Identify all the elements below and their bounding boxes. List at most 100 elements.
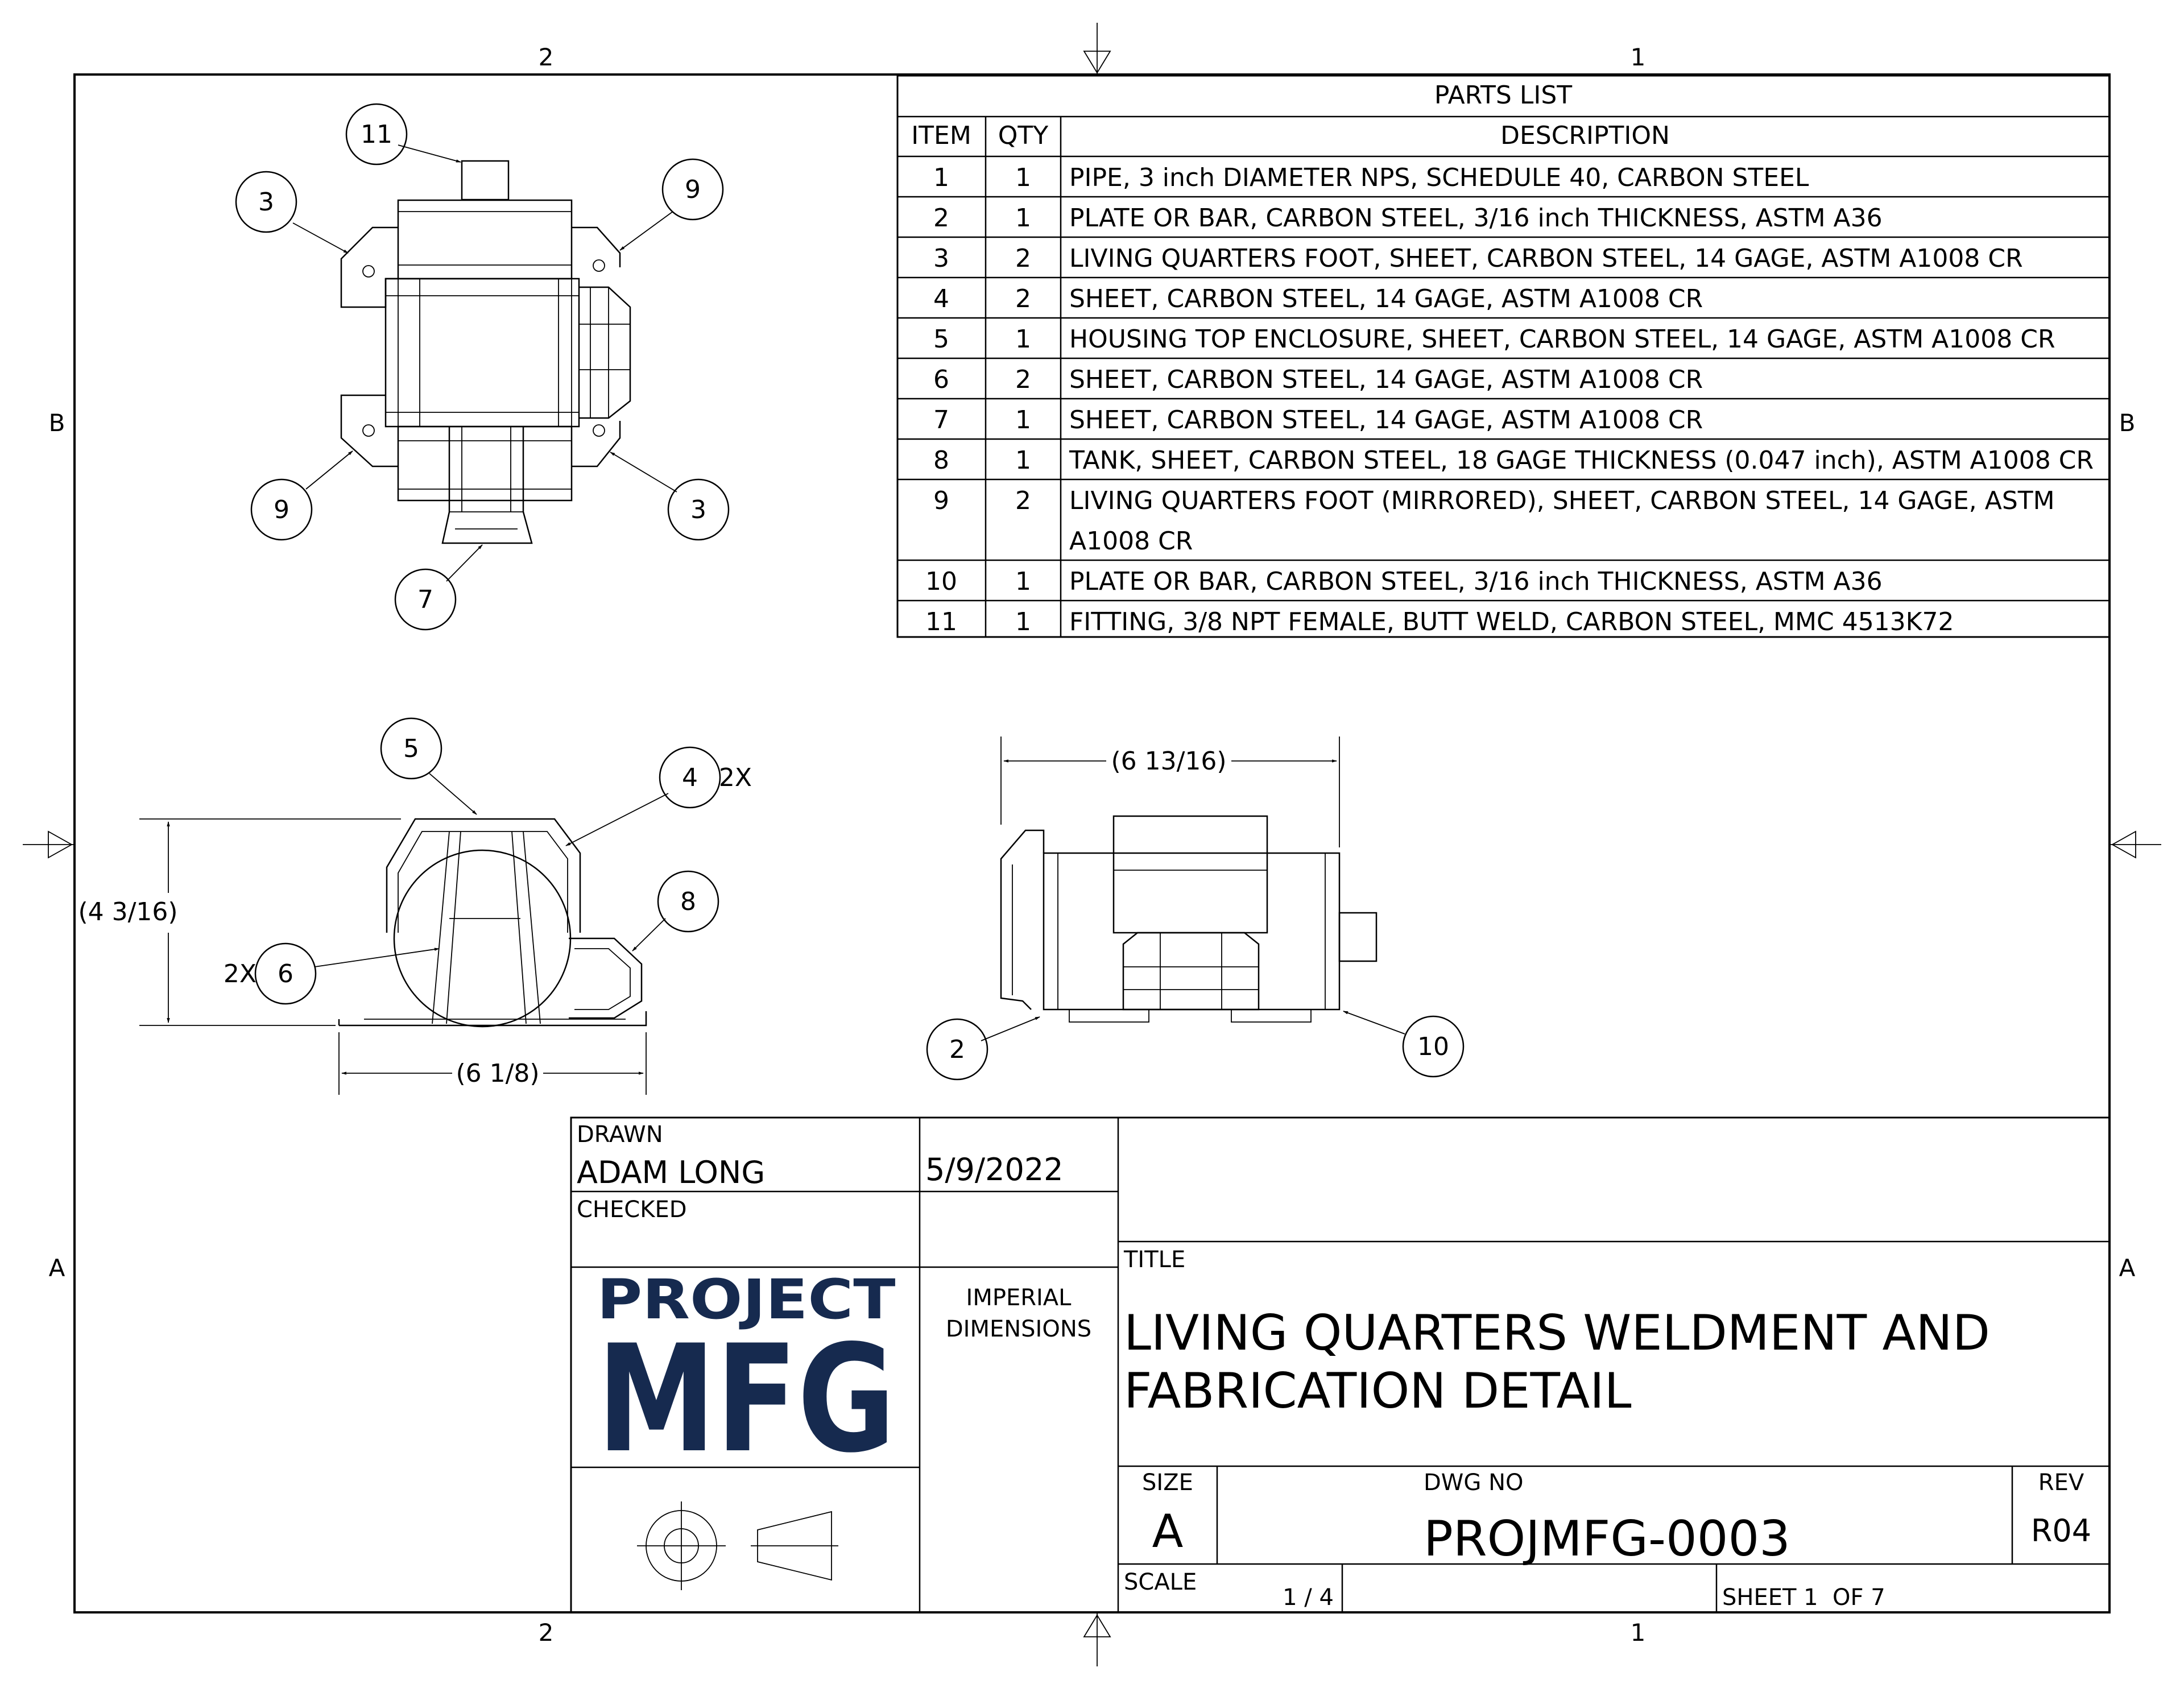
svg-text:9: 9 xyxy=(685,175,701,204)
svg-text:6: 6 xyxy=(278,959,293,988)
balloon-5: 5 xyxy=(380,717,442,780)
parts-list-qty: 1 xyxy=(1015,163,1031,192)
dwg-no-label: DWG NO xyxy=(1424,1470,1523,1496)
parts-list-description: HOUSING TOP ENCLOSURE, SHEET, CARBON STE… xyxy=(1069,325,2055,354)
parts-list-row: 8 1 TANK, SHEET, CARBON STEEL, 18 GAGE THI… xyxy=(933,446,2094,475)
parts-list-item: 3 xyxy=(933,244,949,273)
front-width-dimension: (6 1/8) xyxy=(456,1059,539,1088)
scale-label: SCALE xyxy=(1124,1569,1197,1595)
logo-project: PROJECT xyxy=(597,1268,896,1331)
svg-text:10: 10 xyxy=(1417,1032,1449,1061)
parts-list-item: 10 xyxy=(925,567,957,596)
parts-list-row: 9 2 LIVING QUARTERS FOOT (MIRRORED), SHEET… xyxy=(933,486,2055,556)
parts-list-title: PARTS LIST xyxy=(1434,81,1572,110)
logo-mfg: MFG xyxy=(597,1314,896,1486)
parts-list-description: A1008 CR xyxy=(1069,527,1193,556)
parts-list-row: 4 2 SHEET, CARBON STEEL, 14 GAGE, ASTM A10… xyxy=(933,284,1703,313)
balloon-7: 7 xyxy=(394,568,457,631)
zone-right-a: A xyxy=(2119,1254,2136,1282)
parts-list-description: FITTING, 3/8 NPT FEMALE, BUTT WELD, CARB… xyxy=(1069,607,1954,636)
svg-text:8: 8 xyxy=(680,887,696,916)
zone-left-b: B xyxy=(49,409,65,437)
parts-list-item: 1 xyxy=(933,163,949,192)
balloon-11: 11 xyxy=(345,103,408,166)
svg-text:3: 3 xyxy=(258,188,274,217)
sheet-number: SHEET 1 OF 7 xyxy=(1722,1584,1885,1611)
drawing-title-line2: FABRICATION DETAIL xyxy=(1124,1363,1632,1420)
parts-list-item: 9 xyxy=(933,486,949,515)
parts-list-item: 11 xyxy=(925,607,957,636)
parts-list-description: SHEET, CARBON STEEL, 14 GAGE, ASTM A1008… xyxy=(1069,406,1703,435)
side-view-dimensions xyxy=(1000,737,1340,847)
balloon-3-lower: 3 xyxy=(667,478,730,541)
parts-list-qty: 1 xyxy=(1015,325,1031,354)
parts-list-qty: 2 xyxy=(1015,284,1031,313)
svg-text:4: 4 xyxy=(682,763,698,792)
balloon-4-quantity: 2X xyxy=(719,763,752,792)
side-view-leaders xyxy=(981,1011,1405,1041)
dwg-no: PROJMFG-0003 xyxy=(1424,1511,1790,1567)
parts-list-description: LIVING QUARTERS FOOT, SHEET, CARBON STEE… xyxy=(1069,244,2023,273)
parts-list-item: 8 xyxy=(933,446,949,475)
front-view-leaders xyxy=(314,773,669,967)
balloon-9-lower: 9 xyxy=(250,478,313,541)
parts-list-row: 3 2 LIVING QUARTERS FOOT, SHEET, CARBON ST… xyxy=(933,244,2023,273)
svg-text:2: 2 xyxy=(949,1035,965,1064)
svg-text:5: 5 xyxy=(403,734,419,763)
title-label: TITLE xyxy=(1123,1247,1185,1273)
front-height-dimension: (4 3/16) xyxy=(78,897,177,926)
balloon-2: 2 xyxy=(926,1018,988,1081)
drawn-label: DRAWN xyxy=(577,1122,663,1148)
sheet-size: A xyxy=(1152,1505,1184,1558)
parts-list-description: SHEET, CARBON STEEL, 14 GAGE, ASTM A1008… xyxy=(1069,365,1703,394)
parts-list xyxy=(896,75,2111,638)
balloon-10: 10 xyxy=(1402,1015,1465,1078)
parts-list-description: PLATE OR BAR, CARBON STEEL, 3/16 inch TH… xyxy=(1069,204,1883,233)
balloon-3-upper: 3 xyxy=(235,171,297,233)
units-line2: DIMENSIONS xyxy=(946,1316,1091,1342)
svg-text:11: 11 xyxy=(361,120,392,149)
parts-list-row: 7 1 SHEET, CARBON STEEL, 14 GAGE, ASTM A10… xyxy=(933,406,1703,435)
parts-list-description: TANK, SHEET, CARBON STEEL, 18 GAGE THICK… xyxy=(1069,446,2094,475)
scale: 1 / 4 xyxy=(1283,1584,1334,1611)
side-view xyxy=(1000,815,1378,1023)
front-view-dimensions xyxy=(139,818,647,1095)
title-block xyxy=(570,1116,2111,1613)
revision: R04 xyxy=(2031,1513,2091,1549)
size-label: SIZE xyxy=(1142,1470,1193,1496)
parts-list-item: 4 xyxy=(933,284,949,313)
svg-text:7: 7 xyxy=(417,585,433,614)
parts-list-row: 10 1 PLATE OR BAR, CARBON STEEL, 3/16 inch… xyxy=(925,567,1883,596)
front-view xyxy=(338,818,647,1028)
parts-list-description: LIVING QUARTERS FOOT (MIRRORED), SHEET, … xyxy=(1069,486,2055,515)
parts-list-description: SHEET, CARBON STEEL, 14 GAGE, ASTM A1008… xyxy=(1069,284,1703,313)
parts-list-qty: 1 xyxy=(1015,446,1031,475)
parts-list-qty: 2 xyxy=(1015,486,1031,515)
parts-list-qty: 2 xyxy=(1015,244,1031,273)
zone-bottom-2: 2 xyxy=(539,1619,554,1646)
svg-text:9: 9 xyxy=(274,495,289,524)
balloon-6: 6 xyxy=(254,942,317,1005)
balloon-9-upper: 9 xyxy=(661,158,724,221)
parts-list-header-qty: QTY xyxy=(998,121,1049,150)
top-view-leaders xyxy=(292,144,677,582)
drawn-date: 5/9/2022 xyxy=(925,1152,1064,1188)
svg-text:3: 3 xyxy=(690,495,706,524)
parts-list-qty: 1 xyxy=(1015,567,1031,596)
zone-right-b: B xyxy=(2119,409,2136,437)
units-line1: IMPERIAL xyxy=(966,1285,1072,1311)
parts-list-header-description: DESCRIPTION xyxy=(1500,121,1670,150)
parts-list-item: 7 xyxy=(933,406,949,435)
rev-label: REV xyxy=(2038,1470,2084,1496)
parts-list-qty: 1 xyxy=(1015,406,1031,435)
parts-list-item: 2 xyxy=(933,204,949,233)
side-length-dimension: (6 13/16) xyxy=(1111,747,1226,776)
parts-list-description: PLATE OR BAR, CARBON STEEL, 3/16 inch TH… xyxy=(1069,567,1883,596)
